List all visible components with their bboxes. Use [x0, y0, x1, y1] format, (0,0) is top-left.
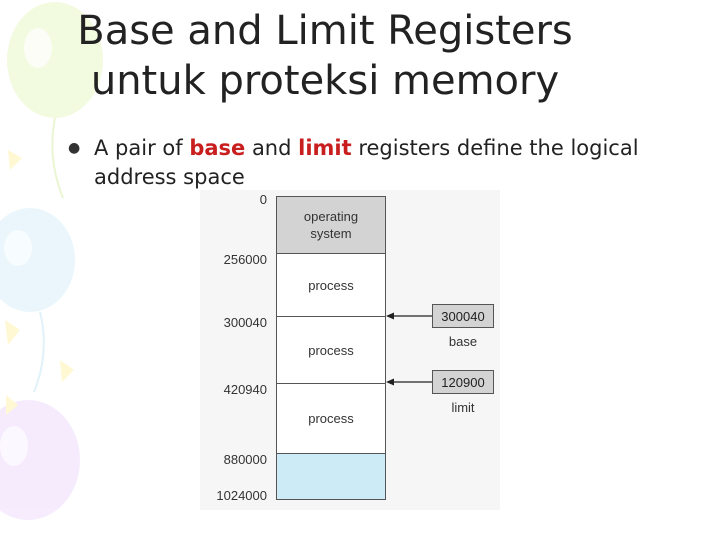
process-segment: process [277, 253, 385, 316]
memory-layout: operating system process process process [276, 196, 386, 500]
keyword-limit: limit [298, 136, 352, 160]
bullet-text-part: A pair of [94, 136, 190, 160]
bullet-text: A pair of base and limit registers defin… [94, 134, 688, 192]
base-register-value: 300040 [441, 308, 485, 324]
address-label: 420940 [223, 382, 267, 397]
address-label: 0 [259, 192, 267, 207]
limit-arrow-icon [386, 378, 432, 386]
base-register-label: base [448, 334, 478, 349]
title-line-2: untuk proteksi memory [90, 58, 560, 104]
limit-register-label: limit [451, 400, 475, 415]
os-segment: operating system [277, 197, 385, 253]
process-segment: process [277, 316, 385, 383]
free-segment [277, 453, 385, 499]
address-label: 1024000 [216, 488, 267, 503]
segment-label: operating system [303, 209, 359, 241]
bullet-dot-icon: ● [68, 140, 81, 156]
title-line-1: Base and Limit Registers [77, 8, 573, 54]
bullet-text-part: registers define the logical address spa… [94, 136, 639, 189]
slide-title: Base and Limit Registers untuk proteksi … [0, 6, 650, 106]
segment-label: process [308, 342, 354, 358]
segment-label: process [308, 411, 354, 426]
keyword-base: base [189, 136, 246, 160]
address-label: 256000 [223, 252, 267, 267]
process-segment: process [277, 383, 385, 453]
segment-label: process [308, 277, 354, 293]
base-register: 300040 [432, 304, 494, 328]
bullet-text-part: and [245, 136, 299, 160]
address-label: 880000 [223, 452, 267, 467]
base-arrow-icon [386, 312, 432, 320]
limit-register-value: 120900 [441, 374, 485, 390]
address-label: 300040 [223, 315, 267, 330]
limit-register: 120900 [432, 370, 494, 394]
